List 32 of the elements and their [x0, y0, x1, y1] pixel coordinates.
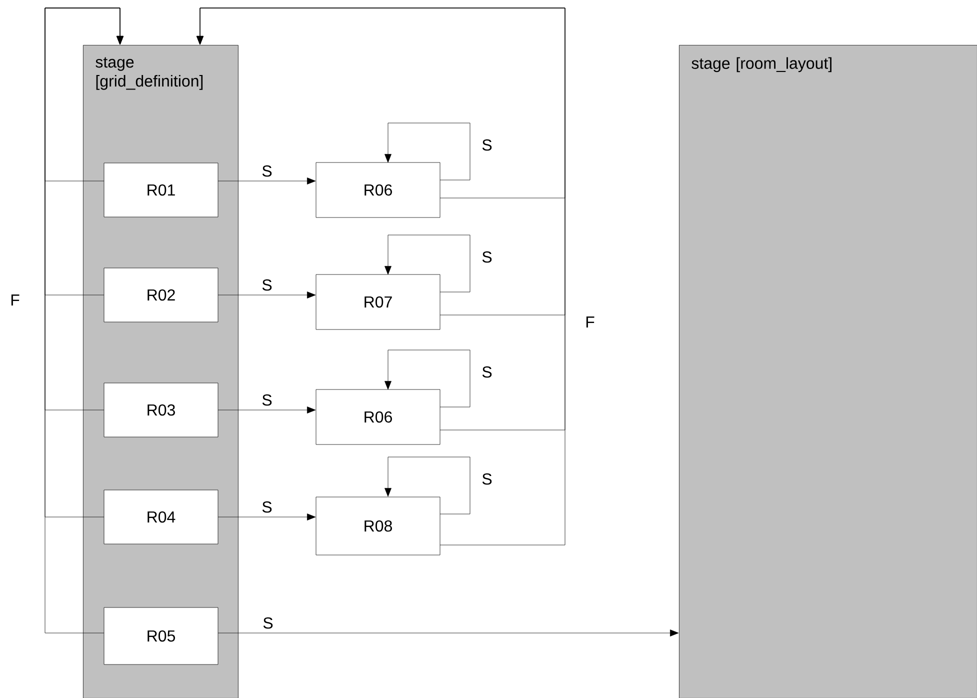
- arrow: [218, 630, 679, 636]
- flow-label: F: [11, 294, 20, 306]
- edge-label: S: [263, 617, 273, 629]
- arrow: [44, 8, 124, 634]
- stage-panel: stage [room_layout]: [679, 45, 977, 698]
- arrow: [218, 406, 316, 414]
- process-box: R08: [316, 496, 440, 556]
- arrow: [218, 514, 316, 520]
- process-box: R01: [104, 162, 218, 218]
- edge-label: S: [262, 394, 272, 406]
- arrow: [218, 292, 316, 298]
- edge-label: S: [262, 501, 272, 513]
- process-box: R06: [316, 162, 440, 218]
- edge-label: S: [482, 139, 492, 151]
- process-box: R05: [104, 607, 218, 665]
- arrow: [384, 456, 470, 514]
- arrow: [196, 8, 566, 546]
- edge-label: S: [482, 366, 492, 378]
- flow-label: F: [586, 316, 594, 328]
- arrow: [384, 350, 470, 408]
- edge-label: S: [262, 165, 272, 177]
- process-box: R02: [104, 268, 218, 322]
- edge-label: S: [482, 251, 492, 263]
- process-box: R06: [316, 389, 440, 445]
- arrow: [384, 234, 470, 292]
- edge-label: S: [262, 279, 272, 291]
- arrow: [218, 178, 316, 184]
- process-box: R04: [104, 490, 218, 544]
- process-box: R03: [104, 382, 218, 438]
- edge-label: S: [482, 473, 492, 485]
- process-box: R07: [316, 274, 440, 330]
- arrow: [384, 122, 470, 180]
